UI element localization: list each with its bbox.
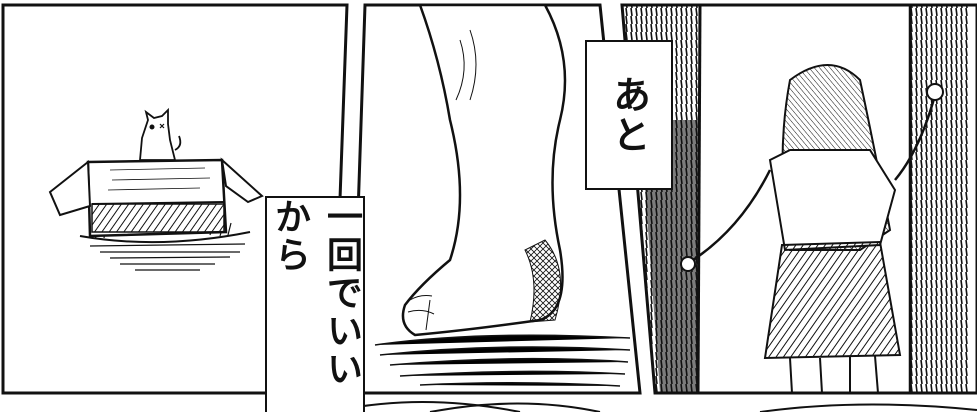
cat-sketch — [139, 107, 182, 161]
girl-figure — [680, 64, 944, 394]
caption-text-ato: あと — [606, 75, 651, 155]
cat-on-box-panel — [1, 3, 349, 395]
girl-at-door-panel — [620, 3, 977, 395]
cardboard-box — [48, 157, 264, 238]
foot-stepping-panel — [350, 3, 642, 395]
caption-text-ikkai: 一回でいいから — [269, 198, 362, 388]
speech-caption-ikkai: 一回でいいから — [265, 196, 365, 412]
speech-caption-ato: あと — [585, 40, 673, 190]
